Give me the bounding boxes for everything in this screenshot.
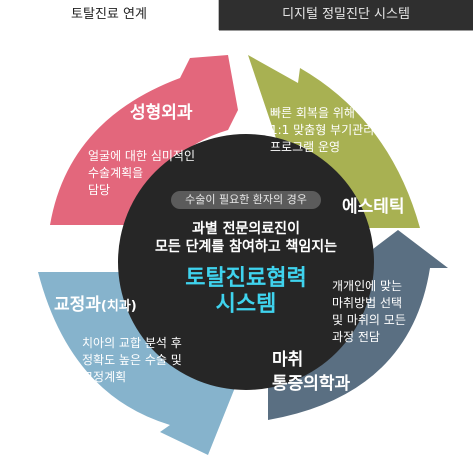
center-line-1: 과별 전문의료진이 (192, 221, 300, 237)
anesthesia-desc: 개개인에 맞는 마취방법 선택 및 마취의 모든 과정 전담 (332, 279, 406, 344)
segment-anesthesia (268, 230, 448, 445)
plastic-surgery-desc: 얼굴에 대한 심미적인 수술계획을 담당 (88, 149, 195, 197)
orthodontics-title: 교정과(치과) (54, 295, 137, 315)
tab-bar: 토탈진료 연계 디지털 정밀진단 시스템 (0, 0, 473, 31)
center-title-1: 토탈진료협력 (185, 266, 307, 291)
segment-orthodontics (38, 272, 240, 455)
tab-divider (219, 30, 473, 31)
orthodontics-desc: 치아의 교합 분석 후 정확도 높은 수술 및 교정계획 (82, 336, 182, 384)
plastic-surgery-title: 성형외과 (130, 103, 193, 123)
aesthetic-desc: 빠른 회복을 위해 1:1 맞춤형 부기관리 프로그램 운영 (270, 106, 375, 154)
center-line-2: 모든 단계를 참여하고 책임지는 (154, 239, 338, 255)
center-tag: 수술이 필요한 환자의 경우 (171, 191, 321, 209)
segment-aesthetic (248, 55, 420, 228)
center-title-2: 시스템 (215, 292, 277, 317)
anesthesia-title: 마취 통증의학과 (272, 350, 351, 394)
aesthetic-title: 에스테틱 (342, 197, 405, 217)
tab-total-care[interactable]: 토탈진료 연계 (0, 0, 219, 30)
segment-plastic-surgery (50, 55, 238, 225)
tab-digital-diagnosis[interactable]: 디지털 정밀진단 시스템 (219, 0, 473, 30)
